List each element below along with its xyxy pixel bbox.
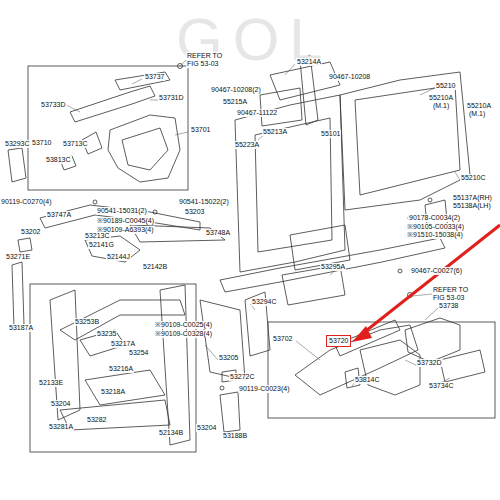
callout-number: 53747A	[46, 211, 72, 219]
callout-number: REFER TO FIG 53-03	[186, 52, 228, 68]
callout-number: (M.1)	[432, 102, 450, 110]
callout-number: 53748A	[205, 229, 231, 237]
callout-number: ※90109-C0328(4)	[154, 330, 213, 338]
callout-number: 53213C	[84, 232, 111, 240]
callout-number: 90541-15022(2)	[178, 198, 230, 206]
highlight-arrow	[352, 225, 500, 342]
group-frame	[268, 322, 495, 418]
callout-number: 53187A	[8, 324, 34, 332]
callout-number: ※90105-C0033(4)	[406, 223, 465, 231]
callout-number: 90467-C0027(6)	[410, 267, 463, 275]
callout-number: 55210C	[460, 174, 487, 182]
callout-number: 52141G	[88, 241, 115, 249]
callout-number: 53218A	[100, 388, 126, 396]
callout-number: 55215A	[222, 98, 248, 106]
callout-number: 53235	[96, 330, 117, 338]
callout-number: 53732D	[416, 359, 443, 367]
callout-number: 53733D	[40, 101, 67, 109]
callout-number: 52142B	[142, 263, 168, 271]
highlight-box: 53720	[326, 335, 351, 347]
callout-number: 53295A	[320, 263, 346, 271]
callout-number: 55210A	[428, 94, 454, 102]
callout-number: 53734C	[428, 382, 455, 390]
callout-number: 55223A	[234, 141, 260, 149]
callout-number: 90178-C0034(2)	[408, 214, 461, 222]
callout-number: 53205	[218, 354, 239, 362]
callout-number: 90467-10208(2)	[210, 86, 262, 94]
callout-number: 53217A	[110, 340, 136, 348]
callout-number: 53701	[190, 126, 211, 134]
callout-number: 55210	[435, 82, 456, 90]
part-number: 53720	[329, 337, 348, 345]
callout-number: 55101	[320, 130, 341, 138]
callout-number: 53738	[438, 302, 459, 310]
callout-number: 53713C	[62, 140, 89, 148]
callout-number: 52144J	[106, 253, 131, 261]
callout-number: ※90189-C0045(4)	[96, 217, 155, 225]
callout-number: 53814C	[354, 376, 381, 384]
callout-number: (M.1)	[468, 110, 486, 118]
callout-number: 53202	[20, 228, 41, 236]
callout-number: 53271E	[5, 253, 31, 261]
callout-number: 53702	[272, 335, 293, 343]
callout-number: 90119-C0270(4)	[0, 198, 52, 206]
callout-number: 53216A	[108, 365, 134, 373]
callout-number: 53737	[144, 73, 165, 81]
callout-number: 53254	[128, 349, 149, 357]
callout-number: 53294C	[251, 298, 278, 306]
callout-number: ※91510-15038(4)	[406, 231, 464, 239]
callout-number: REFER TO FIG 53-03	[432, 286, 474, 302]
callout-number: 53253B	[74, 318, 100, 326]
callout-number: 52134B	[158, 429, 184, 437]
group-frame	[30, 284, 196, 452]
callout-number: 53293C	[4, 140, 31, 148]
callout-number: 52133E	[38, 379, 64, 387]
callout-number: 53214A	[296, 58, 322, 66]
callout-number: 90541-15031(2)	[96, 207, 148, 215]
callout-number: 55213A	[262, 128, 288, 136]
callout-number: 90119-C0023(4)	[238, 385, 290, 393]
callout-number: 53710	[31, 139, 52, 147]
callout-number: 55138A(LH)	[452, 202, 492, 210]
callout-number: 53188B	[222, 432, 248, 440]
callout-number: ※90109-C0025(4)	[154, 321, 213, 329]
callout-number: 55210A	[466, 102, 492, 110]
callout-number: 53272C	[229, 373, 256, 381]
callout-number: 53281A	[48, 423, 74, 431]
callout-number: 53204	[50, 400, 71, 408]
callout-number: 90467-11122	[236, 109, 278, 117]
callout-number: 90467-10208	[328, 73, 371, 81]
group-frame	[28, 66, 188, 190]
callout-number: 53203	[184, 208, 205, 216]
callout-number: 53282	[86, 416, 107, 424]
callout-number: 53731D	[158, 94, 185, 102]
callout-number: 55137A(RH)	[452, 194, 493, 202]
callout-number: 53204	[196, 424, 217, 432]
callout-number: 53813C	[45, 156, 72, 164]
